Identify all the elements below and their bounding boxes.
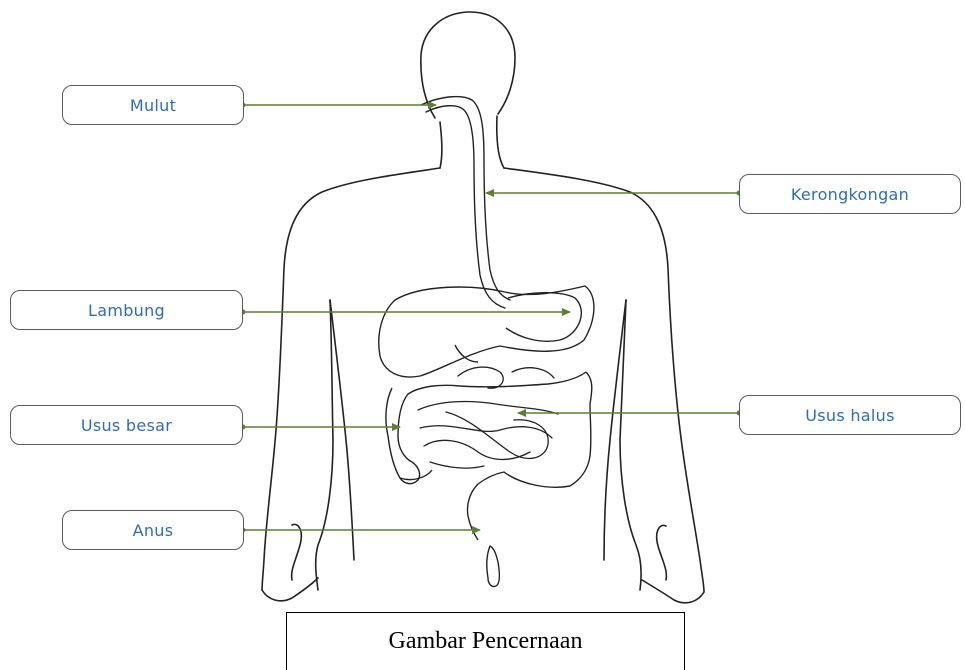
label-lambung: Lambung	[10, 290, 243, 330]
label-usus-halus: Usus halus	[739, 395, 961, 435]
label-usus-besar: Usus besar	[10, 405, 243, 445]
pointer-dots	[241, 103, 742, 533]
figure-caption: Gambar Pencernaan	[286, 612, 685, 670]
liver-stomach	[379, 286, 594, 377]
body-outline	[262, 12, 704, 603]
label-kerongkongan: Kerongkongan	[739, 174, 961, 214]
label-mulut: Mulut	[62, 85, 244, 125]
pointer-lines	[243, 105, 739, 530]
large-intestine	[386, 372, 592, 587]
label-anus: Anus	[62, 510, 244, 550]
small-intestine	[418, 367, 558, 468]
